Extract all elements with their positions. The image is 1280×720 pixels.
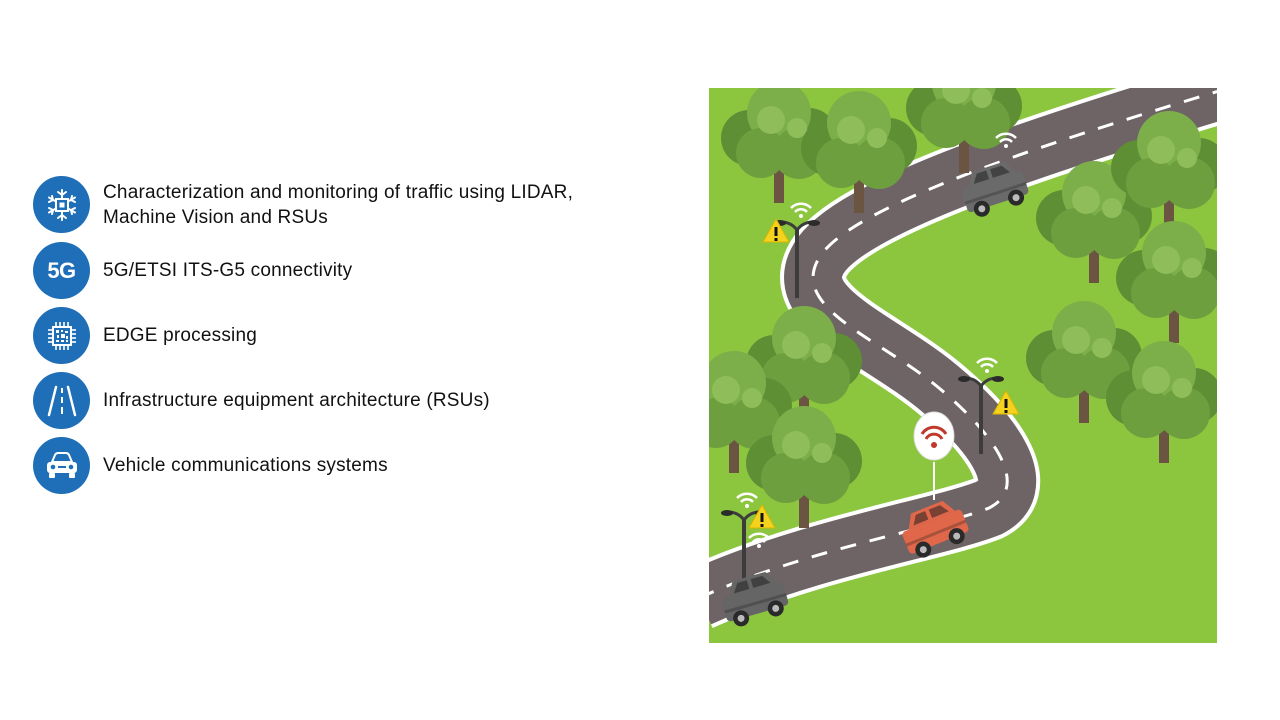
connected-road-illustration [676, 51, 1239, 643]
feature-text: Characterization and monitoring of traff… [103, 181, 574, 228]
snowflake-chip-icon [33, 176, 90, 233]
feature-text: EDGE processing [103, 325, 258, 346]
feature-text: 5G/ETSI ITS-G5 connectivity [103, 260, 353, 281]
feature-item-infrastructure: Infrastructure equipment architecture (R… [33, 372, 490, 429]
5g-icon-label: 5G [47, 257, 76, 283]
feature-item-edge-processing: EDGE processing [33, 307, 257, 364]
road-center-line [698, 86, 1230, 600]
feature-item-5g-connectivity: 5G 5G/ETSI ITS-G5 connectivity [33, 242, 352, 299]
feature-text: Vehicle communications systems [103, 455, 388, 476]
feature-item-traffic-monitoring: Characterization and monitoring of traff… [33, 176, 573, 233]
road-icon [33, 372, 90, 429]
processor-chip-icon [33, 307, 90, 364]
feature-item-vehicle-comms: Vehicle communications systems [33, 437, 388, 494]
car-icon [33, 437, 90, 494]
5g-icon: 5G [33, 242, 90, 299]
feature-text: Infrastructure equipment architecture (R… [103, 390, 490, 411]
broadcast-signal-icon [913, 411, 955, 461]
